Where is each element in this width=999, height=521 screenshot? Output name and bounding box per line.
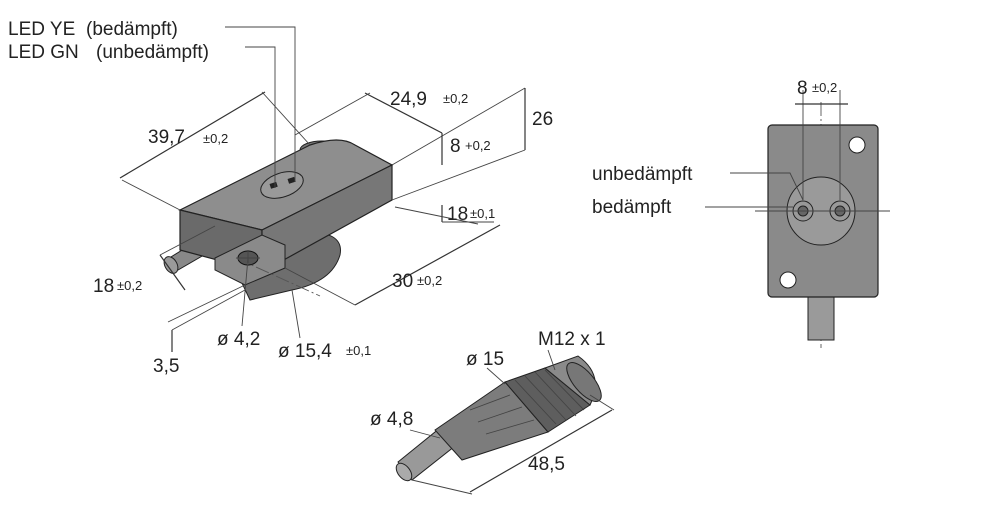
led-ye [269, 181, 278, 189]
led-gn [287, 176, 296, 184]
sensor-iso-view [119, 26, 526, 352]
dim-length-tol: ±0,2 [203, 131, 228, 146]
dim-height: 26 [532, 109, 553, 130]
front-view-hole-bottom [779, 271, 797, 289]
dim-side: 18 [93, 276, 114, 297]
dim-led-offset: 8 [450, 136, 461, 157]
dim-side-tol: ±0,2 [117, 278, 142, 293]
bedaempft-label: bedämpft [592, 197, 672, 218]
unbedaempft-label: unbedämpft [592, 164, 693, 185]
dim-led-spacing: 8 [797, 78, 808, 99]
led-gn-state: (unbedämpft) [96, 42, 209, 63]
front-view-hole-top [848, 136, 866, 154]
dim-led-spacing-tol: ±0,2 [812, 80, 837, 95]
dim-face-offset: 18 [447, 204, 468, 225]
dim-cable-dia-tol: ±0,1 [346, 343, 371, 358]
dim-width: 24,9 [390, 89, 427, 110]
dim-cable-dia: ø 15,4 [278, 341, 332, 362]
dim-conn-cable-dia: ø 4,8 [370, 409, 413, 430]
dim-face-offset-tol: ±0,1 [470, 206, 495, 221]
dim-conn-length: 48,5 [528, 454, 565, 475]
dim-length: 39,7 [148, 127, 185, 148]
front-view-cable [807, 295, 835, 341]
dim-hole-offset: 3,5 [153, 356, 179, 377]
connector-thread: M12 x 1 [538, 329, 606, 350]
sensor-front-view [705, 90, 890, 348]
led-gn-label: LED GN [8, 42, 79, 63]
dim-led-offset-tol: +0,2 [465, 138, 491, 153]
dim-depth: 30 [392, 271, 413, 292]
dim-conn-dia: ø 15 [466, 349, 504, 370]
led-ye-label: LED YE [8, 19, 75, 40]
dim-width-tol: ±0,2 [443, 91, 468, 106]
connector-view [395, 349, 615, 495]
led-ye-state: (bedämpft) [86, 19, 178, 40]
dim-depth-tol: ±0,2 [417, 273, 442, 288]
dim-hole-dia: ø 4,2 [217, 329, 260, 350]
